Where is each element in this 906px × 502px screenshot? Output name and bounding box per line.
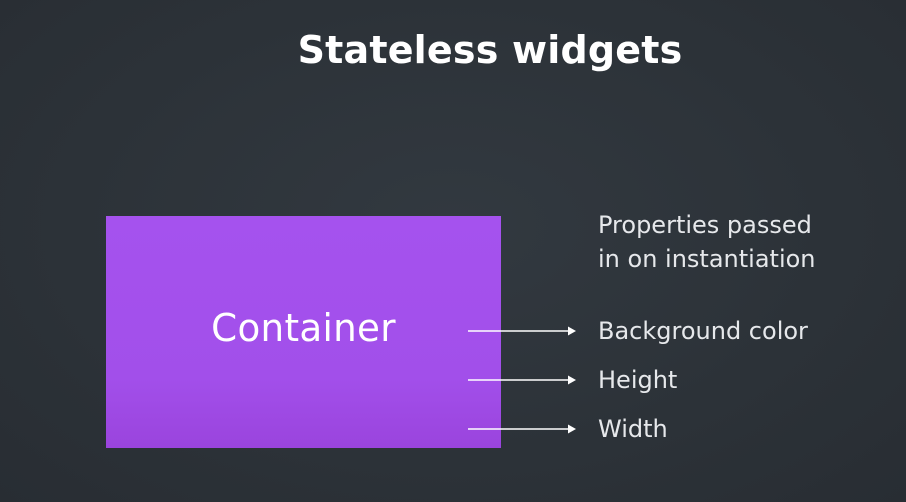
slide-title: Stateless widgets — [297, 28, 683, 72]
property-label-background-color: Background color — [598, 317, 808, 345]
property-row-width: Width — [468, 412, 668, 446]
arrow-right-icon — [468, 422, 576, 436]
property-label-height: Height — [598, 366, 678, 394]
container-label: Container — [211, 306, 396, 350]
properties-heading-line-2: in on instantiation — [598, 245, 816, 273]
property-row-background-color: Background color — [468, 314, 808, 348]
properties-heading-line-1: Properties passed — [598, 211, 812, 239]
property-row-height: Height — [468, 363, 677, 397]
arrow-right-icon — [468, 324, 576, 338]
properties-heading: Properties passed in on instantiation — [598, 208, 898, 276]
arrow-right-icon — [468, 373, 576, 387]
property-label-width: Width — [598, 415, 668, 443]
container-widget-box: Container — [106, 216, 501, 448]
